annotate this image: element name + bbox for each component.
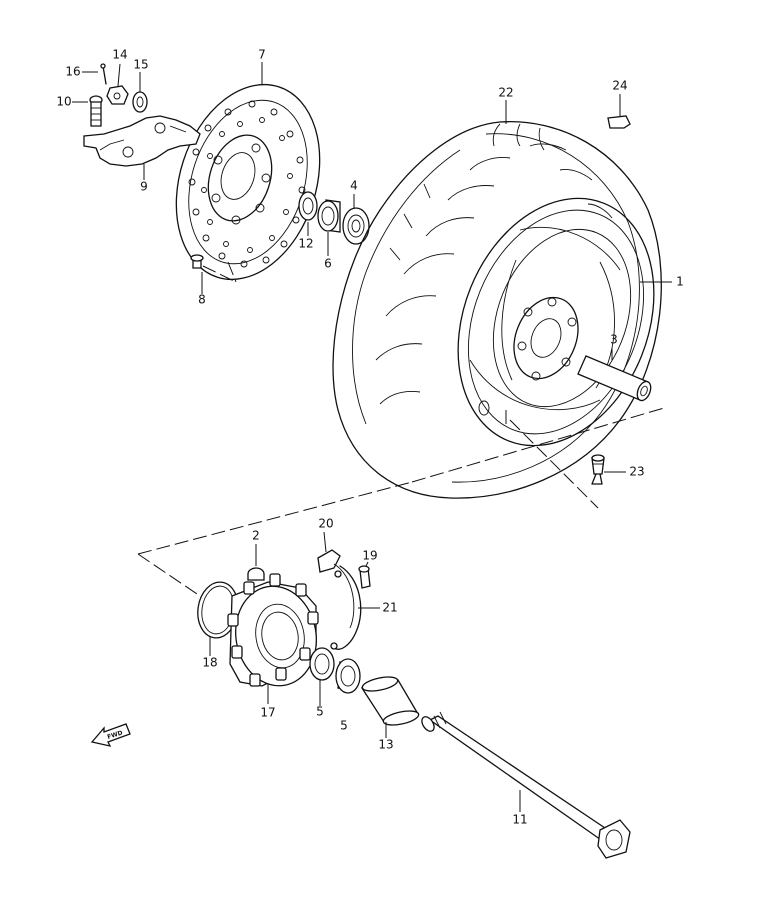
axle-spacer bbox=[577, 355, 652, 402]
callout-22: 22 bbox=[498, 86, 513, 100]
callout-5a: 5 bbox=[316, 705, 324, 719]
circlip bbox=[330, 563, 362, 650]
lock-bolt bbox=[358, 565, 371, 589]
callout-1: 1 bbox=[676, 275, 684, 289]
leader-lines bbox=[72, 62, 672, 812]
rear-axle bbox=[421, 711, 631, 859]
rear-tire bbox=[332, 121, 662, 499]
cotter-pin bbox=[100, 63, 107, 85]
callout-23: 23 bbox=[629, 465, 644, 479]
callout-18: 18 bbox=[202, 656, 217, 670]
hub-spacer bbox=[360, 676, 420, 726]
callout-9: 9 bbox=[140, 180, 148, 194]
hub-bearing-inner bbox=[309, 647, 335, 681]
callout-11: 11 bbox=[512, 813, 527, 827]
callout-14: 14 bbox=[112, 48, 127, 62]
forward-arrow-icon: FWD bbox=[90, 723, 131, 747]
callout-4: 4 bbox=[350, 179, 358, 193]
balance-weight bbox=[607, 115, 631, 129]
disc-bolt bbox=[190, 254, 237, 283]
spacer bbox=[298, 191, 318, 221]
forward-arrow-label: FWD bbox=[106, 729, 123, 741]
bearing-inner bbox=[317, 199, 341, 233]
callout-20: 20 bbox=[318, 517, 333, 531]
sprocket-hub bbox=[227, 573, 319, 687]
callout-12: 12 bbox=[298, 237, 313, 251]
callout-7: 7 bbox=[258, 48, 266, 62]
bracket-bolt bbox=[89, 95, 103, 127]
hub-bearing-outer bbox=[335, 658, 361, 694]
castle-nut bbox=[106, 85, 129, 105]
callout-3: 3 bbox=[610, 333, 618, 347]
caliper-bracket bbox=[83, 115, 201, 167]
callout-5b: 5 bbox=[340, 719, 348, 733]
lock-plate bbox=[317, 549, 341, 573]
callout-6: 6 bbox=[324, 257, 332, 271]
callout-17: 17 bbox=[260, 706, 275, 720]
callout-2: 2 bbox=[252, 529, 260, 543]
callout-24: 24 bbox=[612, 79, 627, 93]
brake-disc bbox=[175, 83, 321, 281]
rear-wheel-rim bbox=[457, 197, 655, 447]
callout-19: 19 bbox=[362, 549, 377, 563]
callout-10: 10 bbox=[56, 95, 71, 109]
tire-valve bbox=[591, 454, 605, 485]
callout-8: 8 bbox=[198, 293, 206, 307]
hub-collar bbox=[247, 567, 265, 581]
callouts: 1 2 3 4 5 5 6 7 8 9 10 11 12 13 14 15 16… bbox=[56, 48, 683, 827]
washer bbox=[132, 91, 148, 113]
callout-16: 16 bbox=[65, 65, 80, 79]
alignment-lines bbox=[137, 407, 665, 597]
callout-15: 15 bbox=[133, 58, 148, 72]
callout-21: 21 bbox=[382, 601, 397, 615]
bearing-outer bbox=[342, 207, 370, 245]
callout-13: 13 bbox=[378, 738, 393, 752]
